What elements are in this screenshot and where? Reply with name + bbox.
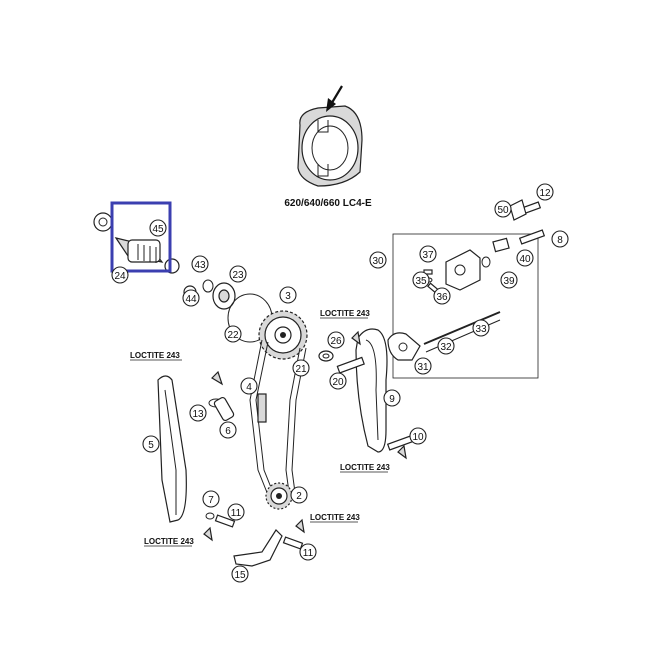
svg-text:36: 36	[436, 292, 448, 303]
svg-text:45: 45	[152, 224, 164, 235]
pointer-arrow-icon	[326, 85, 343, 112]
callout-11: 11	[299, 543, 317, 561]
loctite-label: LOCTITE 243	[130, 351, 180, 360]
callout-20: 20	[329, 372, 347, 390]
svg-text:9: 9	[389, 394, 395, 405]
highlight-box	[110, 201, 172, 273]
svg-text:15: 15	[234, 570, 246, 581]
svg-text:30: 30	[372, 256, 384, 267]
svg-text:24: 24	[114, 271, 126, 282]
model-label: 620/640/660 LC4-E	[284, 198, 372, 209]
svg-text:5: 5	[148, 440, 154, 451]
cover-bolts-drawing	[509, 199, 546, 245]
callout-22: 22	[224, 325, 242, 343]
callout-11: 11	[227, 503, 245, 521]
callout-23: 23	[229, 265, 247, 283]
svg-text:7: 7	[208, 495, 214, 506]
callout-39: 39	[500, 271, 518, 289]
svg-text:2: 2	[296, 491, 302, 502]
svg-text:43: 43	[194, 260, 206, 271]
callout-24: 24	[111, 266, 129, 284]
callout-5: 5	[142, 435, 160, 453]
svg-text:21: 21	[295, 364, 307, 375]
loctite-label: LOCTITE 243	[144, 537, 194, 546]
callout-31: 31	[414, 357, 432, 375]
chain-guide-rail-drawing	[157, 375, 187, 523]
svg-text:8: 8	[557, 235, 563, 246]
svg-text:35: 35	[415, 276, 427, 287]
tensioner-rail-drawing	[355, 328, 388, 453]
rail-bolt-drawing	[318, 330, 365, 374]
svg-text:12: 12	[539, 188, 551, 199]
loctite-label: LOCTITE 243	[310, 513, 360, 522]
callout-44: 44	[182, 289, 200, 307]
tensioner-assembly-box	[392, 233, 539, 379]
bolts-lower-drawing	[203, 512, 305, 550]
callout-50: 50	[494, 200, 512, 218]
svg-text:26: 26	[330, 336, 342, 347]
crankshaft-sprocket-drawing	[265, 482, 293, 510]
callout-3: 3	[279, 286, 297, 304]
tensioner-assembly-drawing	[387, 237, 510, 361]
callout-2: 2	[290, 486, 308, 504]
callout-15: 15	[231, 565, 249, 583]
callout-40: 40	[516, 249, 534, 267]
callout-37: 37	[419, 245, 437, 263]
svg-text:39: 39	[503, 276, 515, 287]
svg-text:37: 37	[422, 250, 434, 261]
callout-8: 8	[551, 230, 569, 248]
callout-6: 6	[219, 421, 237, 439]
svg-text:11: 11	[303, 548, 314, 559]
callout-35: 35	[412, 271, 430, 289]
callout-9: 9	[383, 389, 401, 407]
pivot-bolt-drawing	[208, 370, 235, 422]
callout-10: 10	[409, 427, 427, 445]
callout-26: 26	[327, 331, 345, 349]
svg-text:20: 20	[332, 377, 344, 388]
svg-text:33: 33	[475, 324, 487, 335]
loctite-label: LOCTITE 243	[340, 463, 390, 472]
callout-36: 36	[433, 287, 451, 305]
svg-text:44: 44	[185, 294, 197, 305]
svg-text:31: 31	[417, 362, 429, 373]
svg-text:50: 50	[497, 205, 509, 216]
chain-tensioner-drawing	[93, 212, 180, 274]
svg-text:11: 11	[231, 508, 242, 519]
svg-text:32: 32	[440, 342, 452, 353]
callout-45: 45	[149, 219, 167, 237]
callout-7: 7	[202, 490, 220, 508]
callout-32: 32	[437, 337, 455, 355]
svg-text:23: 23	[232, 270, 244, 281]
svg-text:40: 40	[519, 254, 531, 265]
hub-detail-drawing	[297, 105, 363, 187]
svg-text:4: 4	[246, 382, 252, 393]
svg-text:3: 3	[285, 291, 291, 302]
loctite-label: LOCTITE 243	[320, 309, 370, 318]
callout-12: 12	[536, 183, 554, 201]
guide-bracket-drawing	[233, 529, 283, 567]
callout-4: 4	[240, 377, 258, 395]
svg-text:6: 6	[225, 426, 231, 437]
callout-13: 13	[189, 404, 207, 422]
svg-text:13: 13	[192, 409, 204, 420]
callout-33: 33	[472, 319, 490, 337]
bolt-10-drawing	[386, 435, 414, 460]
camshaft-sprocket-drawing	[258, 310, 308, 360]
callout-43: 43	[191, 255, 209, 273]
svg-text:10: 10	[412, 432, 424, 443]
callout-21: 21	[292, 359, 310, 377]
callout-30: 30	[369, 251, 387, 269]
svg-text:22: 22	[227, 330, 239, 341]
